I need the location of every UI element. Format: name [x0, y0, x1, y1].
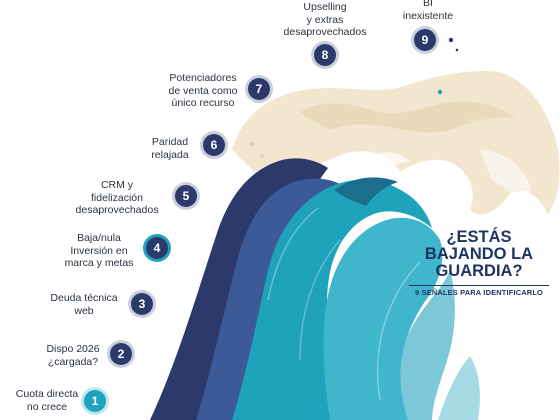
signal-2-badge: 2 [110, 343, 132, 365]
signal-7-badge: 7 [248, 78, 270, 100]
signal-3-badge: 3 [131, 293, 153, 315]
signal-5-badge: 5 [175, 185, 197, 207]
signal-6-label: Paridad relajada [151, 136, 189, 161]
signal-4-label: Baja/nula Inversión en marca y metas [64, 232, 134, 269]
title-line-2: BAJANDO LA [424, 245, 534, 263]
signal-3-label: Deuda técnica web [50, 292, 118, 317]
signal-6-badge: 6 [203, 134, 225, 156]
signal-7-label: Potenciadores de venta como único recurs… [168, 72, 238, 109]
title-divider [409, 285, 549, 286]
signal-9-label: BI inexistente [402, 0, 454, 22]
signal-4-badge: 4 [146, 237, 168, 259]
signal-5-label: CRM y fidelización desaprovechados [75, 179, 159, 216]
signal-2-label: Dispo 2026 ¿cargada? [46, 343, 100, 368]
signal-1-badge: 1 [84, 390, 106, 412]
signal-8-badge: 8 [314, 44, 336, 66]
subtitle: 9 SEÑALES PARA IDENTIFICARLO [415, 288, 543, 297]
signal-9-badge: 9 [414, 29, 436, 51]
title-block: ¿ESTÁS BAJANDO LA GUARDIA? 9 SEÑALES PAR… [404, 229, 554, 297]
signal-1-label: Cuota directa no crece [15, 388, 79, 413]
signal-8-label: Upselling y extras desaprovechados [283, 1, 367, 38]
title-line-3: GUARDIA? [435, 262, 523, 280]
title-line-1: ¿ESTÁS [446, 228, 512, 246]
